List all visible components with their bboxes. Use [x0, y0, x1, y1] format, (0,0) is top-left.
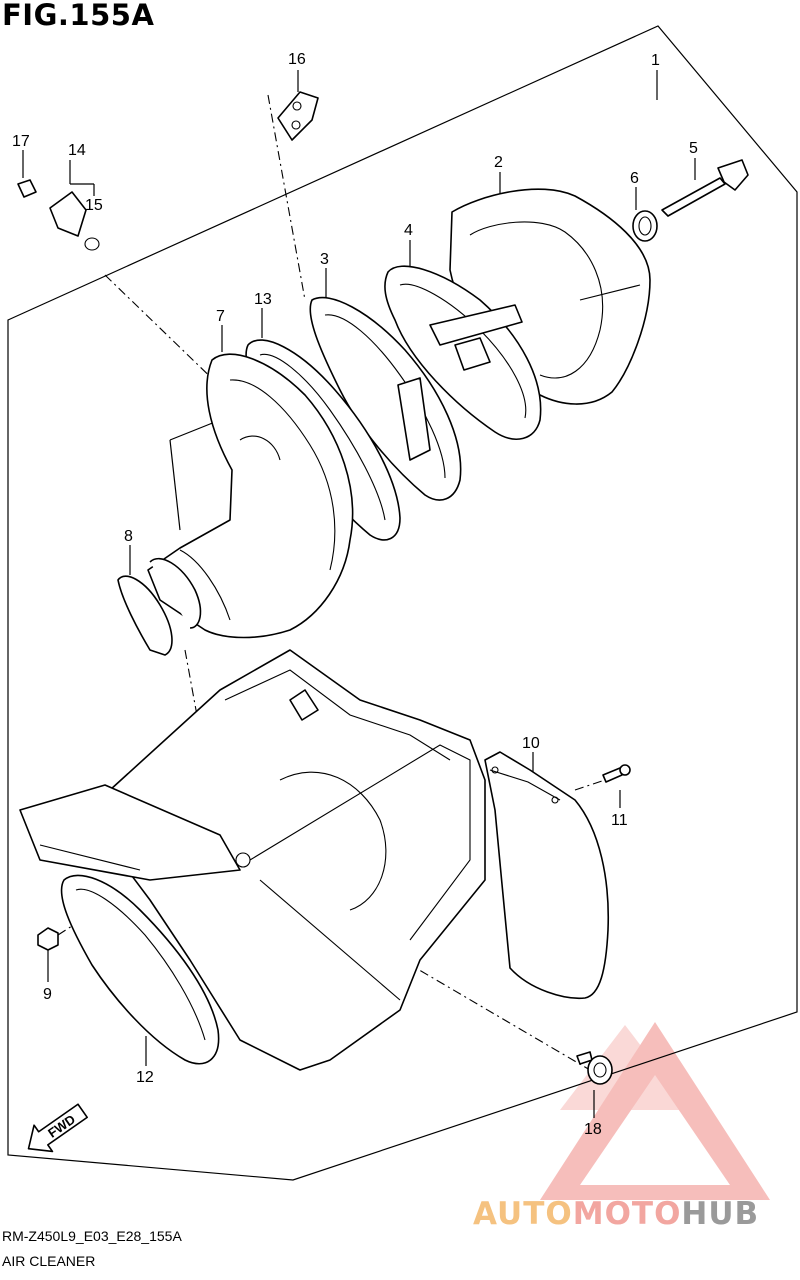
clamp-part — [117, 557, 202, 656]
wing-bolt-part — [632, 159, 749, 242]
cover-part — [484, 751, 610, 1000]
fwd-arrow-icon: FWD — [27, 1103, 88, 1153]
callout-2: 2 — [494, 154, 503, 171]
figure-code: RM-Z450L9_E03_E28_155A — [2, 1228, 182, 1244]
cage-part — [384, 265, 542, 440]
callout-13: 13 — [254, 291, 272, 308]
sensor-part — [17, 179, 100, 251]
callout-5: 5 — [689, 140, 698, 157]
callout-18: 18 — [584, 1121, 602, 1138]
holder-part — [309, 296, 462, 501]
callout-14: 14 — [68, 142, 86, 159]
bolt-part — [576, 1051, 613, 1085]
callout-3: 3 — [320, 251, 329, 268]
callout-12: 12 — [136, 1069, 154, 1086]
callout-4: 4 — [404, 222, 413, 239]
watermark-logo — [540, 1022, 770, 1200]
figure-caption: AIR CLEANER — [2, 1253, 96, 1269]
air-box-part — [19, 649, 486, 1071]
callout-10: 10 — [522, 735, 540, 752]
watermark-text: AUTOMOTOHUB — [473, 1196, 759, 1232]
callout-15: 15 — [85, 197, 103, 214]
callout-7: 7 — [216, 308, 225, 325]
watermark-auto: AUTO — [473, 1196, 573, 1232]
screw-part — [602, 764, 631, 783]
callout-labels: 1 2 3 4 5 6 7 8 9 10 11 12 13 14 15 16 1… — [12, 51, 698, 1138]
callout-8: 8 — [124, 528, 133, 545]
watermark-moto: MOTO — [572, 1196, 682, 1232]
assembly-frame — [7, 25, 798, 1181]
callout-6: 6 — [630, 170, 639, 187]
callout-16: 16 — [288, 51, 306, 68]
callout-11: 11 — [611, 812, 628, 829]
plate-part — [277, 91, 319, 141]
figure-title: FIG.155A — [2, 0, 155, 32]
outlet-tube-part — [147, 353, 354, 639]
nut-part — [37, 927, 59, 951]
watermark-hub: HUB — [681, 1196, 760, 1232]
callout-17: 17 — [12, 133, 30, 150]
callout-9: 9 — [43, 986, 52, 1003]
seal-part — [60, 874, 220, 1065]
callout-1: 1 — [651, 52, 660, 69]
